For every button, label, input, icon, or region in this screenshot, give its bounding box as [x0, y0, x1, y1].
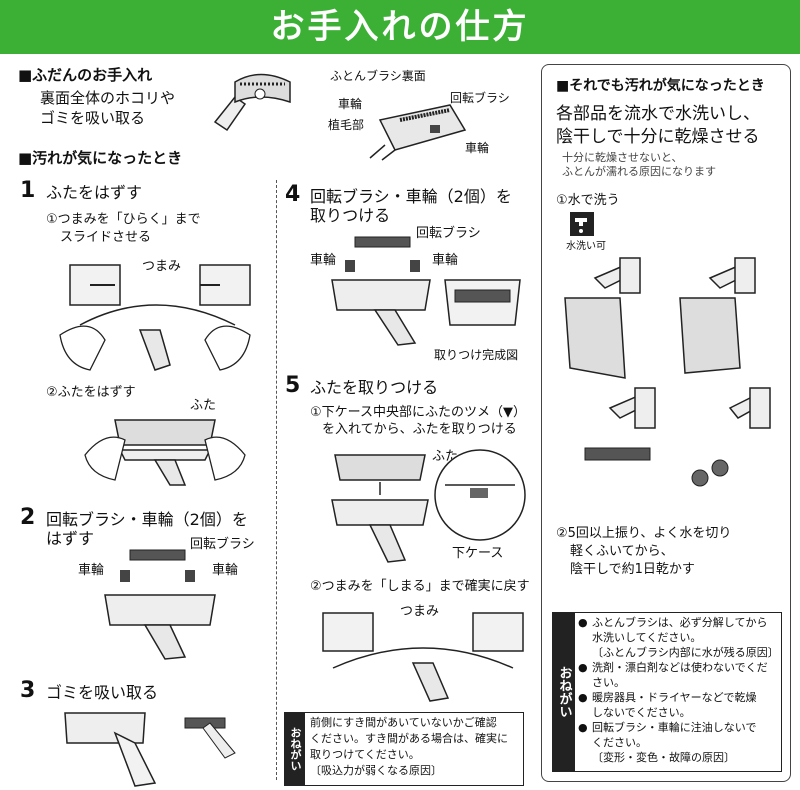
right-step-2-line-2: 軽くふいてから、 [570, 544, 674, 559]
step-1-lid-illustration [84, 419, 246, 486]
right-step-2-line-1: ②5回以上振り、よく水を切り [556, 526, 732, 541]
step-4-title-line-2: 取りつける [310, 206, 391, 225]
step-5-sub1-line-1: ①下ケース中央部にふたのツメ（▼） [310, 405, 527, 420]
note-left-line-1: 前側にすき間があいていないかご確認 [310, 716, 497, 729]
step-5-knob-illustration [322, 612, 524, 702]
note-left-line-4: 〔吸込力が弱くなる原因〕 [310, 764, 442, 777]
step-4-label-brush: 回転ブラシ [416, 226, 481, 241]
step-5-sub1-line-2: を入れてから、ふたを取りつける [322, 422, 517, 437]
note-right-item-1-line-1: ふとんブラシは、必ず分解してから [592, 616, 768, 629]
step-2-title-line-1: 回転ブラシ・車輪（2個）を [46, 510, 248, 529]
step-2-label-wheel-left: 車輪 [78, 563, 105, 578]
column-divider [276, 180, 277, 780]
step-4-number: 4 [285, 182, 301, 207]
vacuum-nozzle-illustration [213, 73, 291, 132]
daily-line-2: ゴミを吸い取る [40, 109, 146, 127]
note-right-item-4-line-1: 回転ブラシ・車輪に注油しないで [592, 721, 757, 734]
note-right-item-2-line-2: さい。 [592, 676, 625, 689]
step-1-sub2: ②ふたをはずす [46, 385, 136, 400]
note-right-item-4-line-3: 〔変形・変色・故障の原因〕 [592, 751, 735, 764]
step-4-title-line-1: 回転ブラシ・車輪（2個）を [310, 187, 512, 206]
note-right-item-4-line-2: ください。 [592, 736, 647, 749]
note-left-line-2: ください。すき間がある場合は、確実に [310, 732, 508, 745]
step-3-title: ゴミを吸い取る [46, 683, 159, 702]
right-paren-line-2: ふとんが濡れる原因になります [562, 165, 716, 178]
step-1-sub1-line-2: スライドさせる [60, 230, 152, 245]
right-big-line-2: 陰干しで十分に乾燥させる [556, 127, 760, 147]
step-2-number: 2 [20, 505, 36, 530]
faucet-icon [570, 212, 594, 236]
step-4-label-wheel-right: 車輪 [432, 253, 459, 268]
step-2-label-wheel-right: 車輪 [212, 563, 239, 578]
step-5-title: ふたを取りつける [310, 378, 439, 397]
step-1-number: 1 [20, 178, 36, 203]
note-right-label: おねがい [553, 613, 575, 771]
note-right-item-1-line-3: 〔ふとんブラシ内部に水が残る原因〕 [592, 646, 779, 659]
step-3-illustration [64, 712, 236, 787]
step-1-knob-illustration [59, 264, 251, 371]
step-5-sub2: ②つまみを「しまる」まで確実に戻す [310, 579, 530, 594]
note-right-item: ● 洗剤・漂白剤などは使わないでくだ さい。 [578, 661, 768, 689]
right-panel [541, 64, 791, 782]
note-right-item-3-line-1: 暖房器具・ドライヤーなどで乾燥 [592, 691, 757, 704]
daily-heading: ■ふだんのお手入れ [18, 66, 153, 84]
page-title: お手入れの仕方 [0, 0, 800, 54]
washable-icon-caption: 水洗い可 [566, 241, 606, 252]
note-right-item: ● 回転ブラシ・車輪に注油しないで ください。 〔変形・変色・故障の原因〕 [578, 721, 757, 764]
note-left-line-3: 取りつけてください。 [310, 748, 420, 761]
step-1-label-lid: ふた [190, 398, 217, 413]
step-5-label-knob: つまみ [400, 604, 440, 619]
note-left-label: おねがい [285, 713, 305, 785]
underside-label-bristle: 植毛部 [328, 118, 365, 132]
step-4-label-complete: 取りつけ完成図 [434, 348, 519, 362]
right-step-2-line-3: 陰干しで約1日乾かす [570, 562, 695, 577]
daily-line-1: 裏面全体のホコリや [40, 89, 176, 107]
note-right-box [552, 612, 782, 772]
note-right-list: ● ふとんブラシは、必ず分解してから 水洗いしてください。 〔ふとんブラシ内部に… [578, 615, 779, 765]
underside-label-wheel-2: 車輪 [465, 141, 490, 155]
step-5-label-case: 下ケース [452, 546, 504, 561]
note-right-item: ● 暖房器具・ドライヤーなどで乾燥 しないでください。 [578, 691, 757, 719]
step-2-title-line-2: はずす [46, 529, 95, 548]
note-right-item: ● ふとんブラシは、必ず分解してから 水洗いしてください。 〔ふとんブラシ内部に… [578, 616, 779, 659]
step-1-label-knob: つまみ [142, 259, 182, 274]
right-paren-line-1: 十分に乾燥させないと、 [562, 151, 683, 164]
step-1-title: ふたをはずす [46, 183, 143, 202]
step-5-illustration [331, 449, 526, 563]
underside-caption: ふとんブラシ裏面 [330, 69, 426, 83]
step-4-illustration [331, 236, 521, 346]
step-5-number: 5 [285, 373, 301, 398]
step-4-label-wheel-left: 車輪 [310, 253, 337, 268]
underside-label-wheel-1: 車輪 [338, 97, 363, 111]
washing-illustration [564, 257, 771, 487]
step-2-label-brush: 回転ブラシ [190, 537, 255, 552]
note-right-item-1-line-2: 水洗いしてください。 [592, 631, 702, 644]
note-right-item-3-line-2: しないでください。 [592, 706, 691, 719]
step-3-number: 3 [20, 678, 36, 703]
step-2-illustration [104, 549, 216, 660]
right-big-line-1: 各部品を流水で水洗いし、 [556, 104, 760, 124]
right-heading: ■それでも汚れが気になったとき [556, 78, 765, 94]
note-right-item-2-line-1: 洗剤・漂白剤などは使わないでくだ [592, 661, 768, 674]
step-1-sub1-line-1: ①つまみを「ひらく」まで [46, 212, 201, 227]
right-step-1: ①水で洗う [556, 193, 620, 208]
dirty-heading: ■汚れが気になったとき [18, 149, 183, 167]
note-left-box [284, 712, 524, 786]
underside-illustration [369, 104, 467, 161]
underside-label-brush: 回転ブラシ [450, 91, 510, 105]
